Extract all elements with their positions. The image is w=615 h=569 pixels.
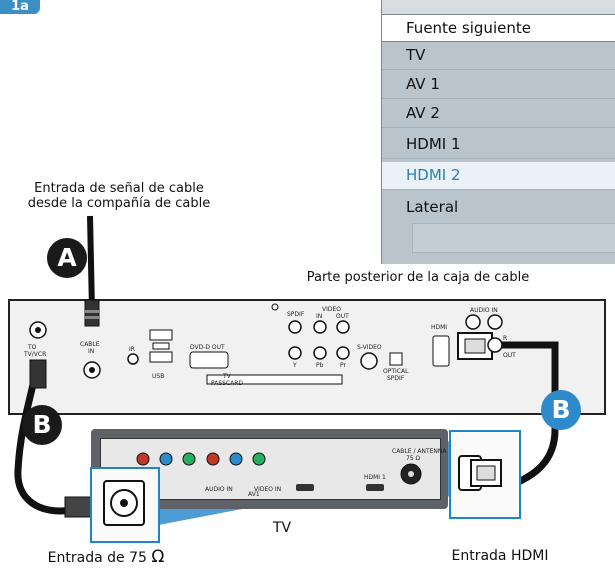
box-hdmi-port [432, 335, 450, 367]
s-video-port [360, 352, 378, 370]
usb-ports [149, 329, 173, 363]
passcard-label: PASSCARD [211, 380, 244, 387]
out-label: OUT [503, 352, 516, 359]
audio-in-label: AUDIO IN [470, 307, 498, 314]
tv-ohm-label: 75 Ω [406, 455, 421, 462]
tv-label: TV [272, 520, 292, 536]
dvi-port [189, 351, 229, 369]
cable-in-nut [84, 310, 100, 319]
tv-vcr-label: TV/VCR [24, 351, 47, 358]
tv-hdmi-port-a [296, 484, 314, 491]
spdif-label: SPDIF [287, 311, 305, 318]
menu-item-av1[interactable]: AV 1 [382, 71, 615, 99]
menu-header: Fuente siguiente [382, 15, 615, 42]
tv-av1-label: AV1 [248, 491, 260, 498]
box-rear-label: Parte posterior de la caja de cable [306, 270, 530, 285]
menu-item-hdmi1[interactable]: HDMI 1 [382, 131, 615, 159]
tv-component-jacks [136, 452, 266, 466]
to-tv-connector [29, 359, 47, 389]
tv-label-small: TV [223, 373, 231, 380]
source-menu: Fuente siguiente TV AV 1 AV 2 HDMI 1 HDM… [381, 0, 615, 264]
ohm-symbol: Ω [151, 547, 165, 567]
tv-cable-antenna-label: CABLE / ANTENNA [392, 448, 447, 455]
y-label: Y [293, 362, 297, 369]
hdmi-label: HDMI [431, 324, 448, 331]
in-label: IN [88, 348, 95, 355]
rca-ports-component [288, 346, 350, 360]
cable-label: CABLE [80, 341, 100, 348]
optical-label: OPTICAL [383, 368, 409, 375]
rca-ports-top [288, 320, 350, 334]
cable-signal-label-line2: desde la compañía de cable [27, 196, 211, 211]
tv-coax-plug [64, 496, 92, 518]
pb-label: Pb [316, 362, 324, 369]
cable-box-panel [8, 299, 606, 415]
badge-b-right: B [541, 390, 581, 430]
usb-label: USB [152, 373, 165, 380]
optical-spdif-label: SPDIF [387, 375, 405, 382]
tv-ports-illustration [136, 452, 422, 491]
menu-item-hdmi2[interactable]: HDMI 2 [382, 162, 615, 190]
step-badge: 1a [0, 0, 40, 14]
menu-item-tv[interactable]: TV [382, 42, 615, 70]
video-label: VIDEO [322, 306, 342, 313]
coax-cable-to-tv [14, 362, 73, 515]
tv-audio-in-label: AUDIO IN [205, 486, 233, 493]
s-video-label: S-VIDEO [357, 344, 382, 351]
tv-hdmi1-port [366, 484, 384, 491]
to-label: TO [28, 344, 37, 351]
ir-label: IR [129, 346, 135, 353]
menu-top-bar [382, 0, 615, 15]
video-in-label: IN [316, 313, 323, 320]
menu-empty-slot [412, 223, 615, 253]
cable-signal-label-line1: Entrada de señal de cable [34, 181, 204, 196]
incoming-coax-cable [87, 215, 95, 311]
passcard-slot [206, 374, 343, 385]
menu-item-lateral[interactable]: Lateral [406, 198, 459, 216]
ir-port [127, 353, 139, 365]
video-out-label: OUT [336, 313, 349, 320]
zoom-75ohm-illustration [103, 480, 145, 526]
tv-video-in-label: VIDEO IN [254, 486, 282, 493]
input-hdmi-label: Entrada HDMI [451, 548, 549, 564]
audio-in-ports [465, 314, 503, 353]
cable-signal-label: Entrada de señal de cable desde la compa… [14, 181, 224, 211]
hdmi-plug-box [457, 332, 493, 360]
dvd-out-label: DVD-D OUT [190, 344, 225, 351]
pr-label: Pr [340, 362, 346, 369]
zoom-hdmi-illustration [458, 455, 502, 491]
badge-b-left: B [22, 405, 62, 445]
input-75ohm-prefix: Entrada de 75 [47, 550, 152, 566]
ground-symbol [271, 303, 279, 311]
optical-port [389, 352, 403, 366]
r-label: R [503, 335, 508, 342]
badge-a: A [47, 238, 87, 278]
tv-hdmi1-label: HDMI 1 [364, 474, 386, 481]
input-75ohm-label: Entrada de 75 Ω [16, 547, 196, 567]
menu-item-av2[interactable]: AV 2 [382, 100, 615, 128]
